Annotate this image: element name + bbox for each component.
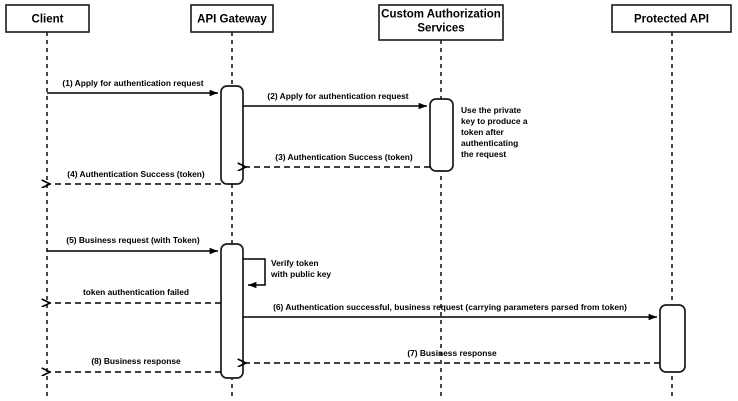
activation-protected-api[interactable]: [659, 304, 686, 373]
activation-api-gateway-auth[interactable]: [220, 85, 244, 185]
participant-box-api-gateway[interactable]: [190, 4, 274, 33]
message-6[interactable]: (6) Authentication successful, business …: [243, 302, 658, 321]
message-3[interactable]: (3) Authentication Success (token): [246, 152, 430, 167]
message-1[interactable]: (1) Apply for authentication request: [47, 78, 219, 97]
message-5-label: (5) Business request (with Token): [66, 235, 200, 245]
participant-label-custom-authorization-services-line2: Services: [417, 23, 464, 35]
participant-protected-api[interactable]: Protected API: [611, 4, 732, 33]
message-7[interactable]: (7) Business response: [246, 348, 660, 363]
message-2-label: (2) Apply for authentication request: [267, 91, 408, 101]
participant-box-protected-api[interactable]: [611, 4, 732, 33]
note-private-key-line-3: token after: [461, 127, 505, 137]
participant-label-protected-api: Protected API: [634, 14, 709, 26]
note-private-key-line-5: the request: [461, 149, 506, 159]
message-1-label: (1) Apply for authentication request: [62, 78, 203, 88]
participant-box-client[interactable]: [5, 4, 90, 33]
message-3-label: (3) Authentication Success (token): [275, 152, 413, 162]
message-2[interactable]: (2) Apply for authentication request: [243, 91, 428, 110]
note-private-key: Use the private key to produce a token a…: [461, 105, 528, 159]
activation-api-gateway-business[interactable]: [220, 243, 244, 379]
message-6-label: (6) Authentication successful, business …: [273, 302, 627, 312]
message-token-authentication-failed[interactable]: token authentication failed: [50, 287, 221, 303]
participant-client[interactable]: Client: [5, 4, 90, 33]
message-self-verify-token-label-line2: with public key: [270, 269, 331, 279]
participant-label-api-gateway: API Gateway: [197, 14, 267, 26]
message-8-label: (8) Business response: [91, 356, 181, 366]
activation-custom-auth[interactable]: [429, 98, 454, 172]
note-private-key-line-4: authenticating: [461, 138, 518, 148]
message-self-verify-token-label-line1: Verify token: [271, 258, 318, 268]
note-private-key-line-2: key to produce a: [461, 116, 528, 126]
participant-custom-authorization-services[interactable]: Custom Authorization Services: [378, 4, 504, 41]
message-8[interactable]: (8) Business response: [50, 356, 221, 372]
message-self-verify-token[interactable]: Verify token with public key: [243, 258, 331, 289]
message-token-authentication-failed-label: token authentication failed: [83, 287, 189, 297]
activation-bars-group: [220, 85, 686, 379]
message-4-label: (4) Authentication Success (token): [67, 169, 205, 179]
message-self-verify-token-arrow: [243, 258, 266, 289]
participant-label-custom-authorization-services-line1: Custom Authorization: [381, 9, 501, 21]
note-private-key-line-1: Use the private: [461, 105, 521, 115]
participant-box-custom-authorization-services[interactable]: [378, 4, 504, 41]
participant-api-gateway[interactable]: API Gateway: [190, 4, 274, 33]
participant-label-client: Client: [32, 14, 64, 26]
message-5[interactable]: (5) Business request (with Token): [47, 235, 219, 255]
message-7-label: (7) Business response: [407, 348, 497, 358]
message-4[interactable]: (4) Authentication Success (token): [50, 169, 221, 184]
